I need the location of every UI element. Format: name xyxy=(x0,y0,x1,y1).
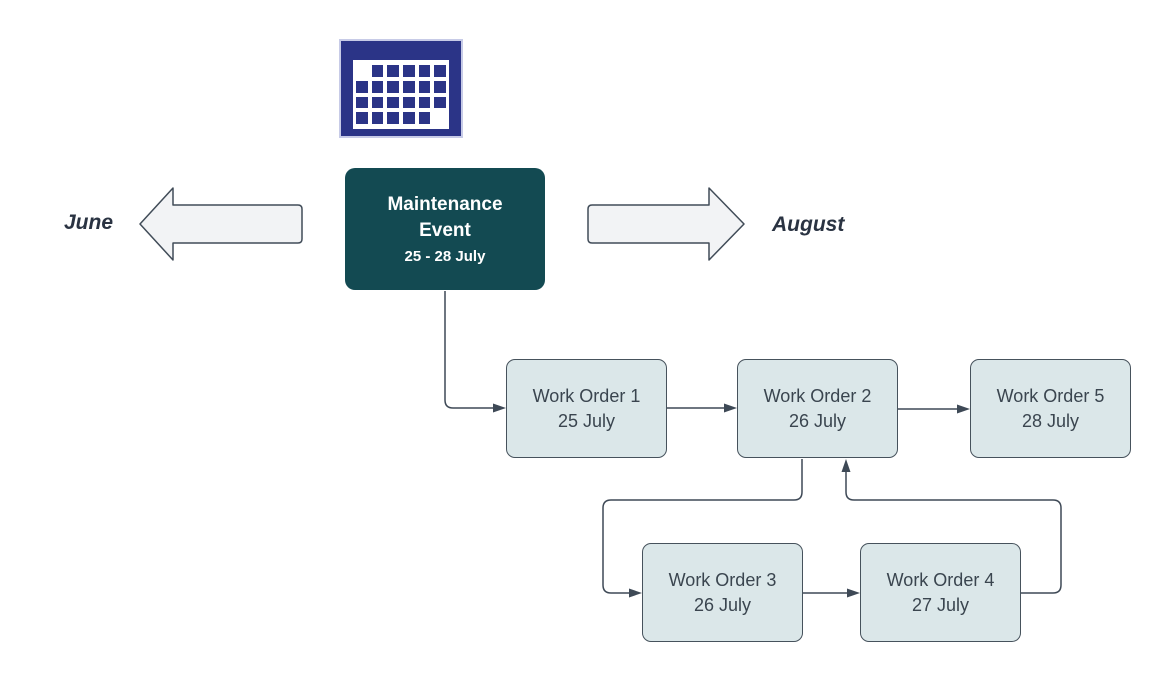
work-order-date: 25 July xyxy=(557,410,616,431)
calendar-day-cell xyxy=(418,96,431,109)
timeline-arrow-right-icon xyxy=(587,187,745,261)
node-work-order-3: Work Order 3 26 July xyxy=(642,543,803,642)
work-order-title: Work Order 1 xyxy=(532,385,641,406)
work-order-title: Work Order 3 xyxy=(668,569,777,590)
calendar-day-cell xyxy=(356,112,368,124)
calendar-day-cell xyxy=(387,112,399,124)
calendar-day-cell xyxy=(418,65,431,77)
timeline-arrow-left-icon xyxy=(139,187,303,261)
calendar-day-cell xyxy=(434,80,446,93)
calendar-day-cell xyxy=(403,65,415,77)
work-order-date: 27 July xyxy=(911,594,970,615)
work-order-title: Work Order 5 xyxy=(996,385,1105,406)
calendar-icon xyxy=(339,39,463,138)
event-date: 25 - 28 July xyxy=(404,247,486,265)
calendar-day-cell xyxy=(371,65,384,77)
work-order-date: 26 July xyxy=(788,410,847,431)
calendar-day-cell xyxy=(418,80,431,93)
calendar-day-cell xyxy=(356,80,368,93)
event-title: Maintenance Event xyxy=(387,193,503,241)
label-august: August xyxy=(772,213,845,236)
work-order-title: Work Order 4 xyxy=(886,569,995,590)
calendar-day-cell xyxy=(387,80,399,93)
node-work-order-1: Work Order 1 25 July xyxy=(506,359,667,458)
work-order-date: 28 July xyxy=(1021,410,1080,431)
node-work-order-5: Work Order 5 28 July xyxy=(970,359,1131,458)
calendar-day-cell xyxy=(356,96,368,109)
calendar-day-cell xyxy=(434,65,446,77)
calendar-empty-cell xyxy=(356,65,368,77)
calendar-day-cell xyxy=(371,96,384,109)
calendar-empty-cell xyxy=(434,112,446,124)
node-maintenance-event: Maintenance Event 25 - 28 July xyxy=(345,168,545,290)
calendar-day-cell xyxy=(403,96,415,109)
calendar-day-cell xyxy=(371,80,384,93)
calendar-face xyxy=(353,60,449,129)
label-june: June xyxy=(64,211,114,234)
work-order-date: 26 July xyxy=(693,594,752,615)
calendar-day-cell xyxy=(403,112,415,124)
calendar-day-cell xyxy=(387,65,399,77)
node-work-order-4: Work Order 4 27 July xyxy=(860,543,1021,642)
work-order-title: Work Order 2 xyxy=(763,385,872,406)
calendar-day-cell xyxy=(371,112,384,124)
node-work-order-2: Work Order 2 26 July xyxy=(737,359,898,458)
calendar-grid xyxy=(356,65,446,124)
calendar-day-cell xyxy=(434,96,446,109)
calendar-day-cell xyxy=(387,96,399,109)
calendar-day-cell xyxy=(403,80,415,93)
calendar-day-cell xyxy=(418,112,431,124)
